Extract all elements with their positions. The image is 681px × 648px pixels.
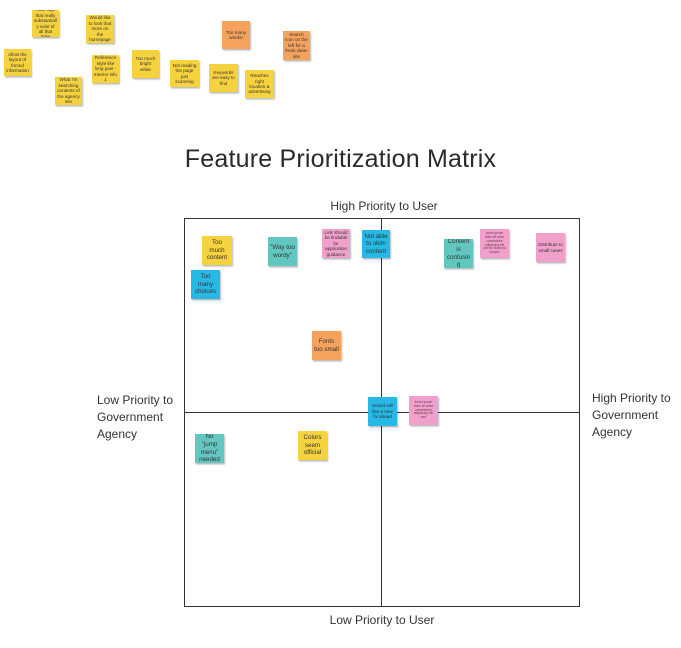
sticky-note[interactable]: What I'm searching contents of the agenc… bbox=[55, 77, 82, 105]
sticky-note[interactable]: "Way too wordy" bbox=[268, 237, 297, 266]
page-title: Feature Prioritization Matrix bbox=[184, 145, 497, 173]
sticky-note[interactable]: Too many choices bbox=[191, 270, 220, 299]
sticky-note-text: Search icon on the left for a fresh clea… bbox=[285, 31, 308, 59]
sticky-note-text: Distribute to small cases bbox=[538, 242, 563, 253]
sticky-note-text: Would like to look that more on the home… bbox=[88, 15, 112, 43]
sticky-note[interactable]: Not able to skim content bbox=[362, 230, 390, 258]
axis-label-left: Low Priority to Government Agency bbox=[97, 392, 173, 442]
sticky-note[interactable]: Search icon on the left for a fresh clea… bbox=[283, 31, 310, 60]
sticky-note-text: Too many choices bbox=[195, 273, 216, 296]
sticky-note[interactable]: Keywords are easy to find bbox=[209, 64, 238, 92]
sticky-note[interactable]: Fonts too small bbox=[312, 331, 341, 360]
axis-label-left-line: Low Priority to bbox=[97, 393, 174, 407]
axis-label-top: High Priority to User bbox=[330, 199, 438, 213]
sticky-note-text: Too many words! bbox=[226, 29, 246, 40]
sticky-note[interactable]: lorem ipsum dolor sit amet consectetur a… bbox=[480, 229, 509, 258]
sticky-note-text: "Way too wordy" bbox=[270, 243, 295, 259]
sticky-note[interactable]: Reaches right location & advertising bbox=[245, 70, 274, 98]
sticky-note-text: lorem ipsum dolor sit amet consectetur a… bbox=[483, 231, 506, 254]
sticky-note[interactable]: Distribute to small cases bbox=[536, 233, 565, 262]
sticky-note[interactable]: Allow the layout of forced information bbox=[4, 49, 31, 76]
sticky-note[interactable]: Colors seem official bbox=[298, 431, 327, 460]
sticky-note[interactable]: Too many words! bbox=[222, 21, 250, 49]
sticky-note-text: No "jump menu" needed bbox=[199, 434, 220, 463]
sticky-note-text: Reference style like long past - Interio… bbox=[94, 55, 117, 83]
sticky-note[interactable]: Not reading the page just scanning bbox=[170, 60, 199, 87]
sticky-note-text: Link should be findable for application … bbox=[324, 229, 348, 257]
axis-label-left-line: Government bbox=[97, 409, 164, 424]
sticky-note-text: Keywords are easy to find bbox=[212, 69, 235, 86]
sticky-note-text: Too much content bbox=[206, 239, 228, 262]
sticky-note-text: Reaches right location & advertising bbox=[248, 73, 271, 95]
sticky-note-text: Too much bright white bbox=[135, 55, 156, 72]
sticky-note-text: Not reading the page just scanning bbox=[172, 62, 197, 84]
sticky-note-text: lorem ipsum dolor sit amet consectetur a… bbox=[413, 400, 434, 419]
sticky-note[interactable]: Too much bright white bbox=[132, 50, 159, 78]
sticky-note[interactable]: Reference style like long past - Interio… bbox=[92, 55, 119, 83]
sticky-note[interactable]: Content is confusing bbox=[444, 239, 473, 268]
axis-label-right-line: Government bbox=[592, 407, 659, 422]
sticky-note-text: Content is confusing bbox=[446, 239, 471, 268]
sticky-note[interactable]: Would like to look that more on the home… bbox=[86, 15, 114, 43]
axis-label-right-line: High Priority to bbox=[592, 391, 671, 405]
axis-label-left-line: Agency bbox=[97, 426, 138, 441]
sticky-note[interactable]: Link should be findable for application … bbox=[322, 229, 350, 258]
sticky-note[interactable]: Hide logs that really substantially exis… bbox=[32, 10, 59, 37]
axis-label-right: High Priority to Government Agency bbox=[592, 390, 671, 440]
sticky-note-text: Allow the layout of forced information bbox=[6, 51, 29, 73]
sticky-note-text: Hide logs that really substantially exis… bbox=[34, 10, 57, 37]
sticky-note-text: Colors seem official bbox=[303, 434, 322, 457]
sticky-note-text: What I'm searching contents of the agenc… bbox=[57, 77, 80, 105]
sticky-note[interactable]: lorem ipsum dolor sit amet consectetur a… bbox=[409, 396, 438, 425]
sticky-note-text: Would still like a new fix ahead bbox=[372, 403, 393, 420]
sticky-note-text: Fonts too small bbox=[314, 337, 339, 353]
sticky-note-text: Not able to skim content bbox=[364, 232, 388, 255]
axis-label-bottom: Low Priority to User bbox=[329, 613, 435, 627]
sticky-note[interactable]: Too much content bbox=[202, 236, 232, 265]
axis-label-right-line: Agency bbox=[592, 424, 633, 439]
sticky-note[interactable]: No "jump menu" needed bbox=[195, 434, 224, 463]
sticky-note[interactable]: Would still like a new fix ahead bbox=[368, 397, 397, 426]
